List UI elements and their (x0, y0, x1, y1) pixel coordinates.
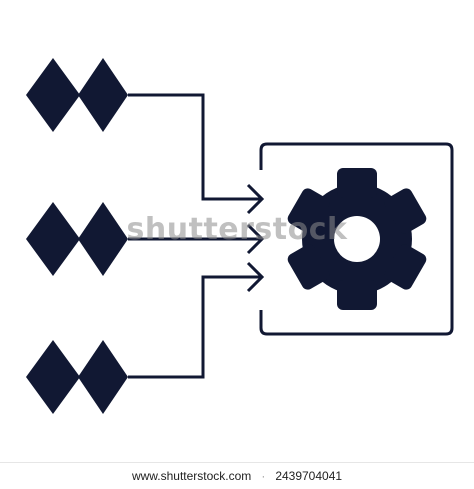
connector-top (128, 93, 262, 201)
diamond-icon-right-2 (78, 202, 128, 276)
arrowhead-middle-icon (246, 223, 265, 255)
arrowhead-bottom-icon (246, 261, 265, 293)
arrowhead-top-icon (246, 183, 265, 215)
connector-bottom (128, 275, 262, 379)
bracket-frame (259, 142, 454, 336)
gear-icon (287, 168, 427, 310)
bracket-frame-top (259, 142, 454, 336)
diamond-icon-left-2 (26, 202, 80, 276)
footer-image-id: 2439704041 (275, 469, 343, 483)
diamond-icon-left-1 (26, 58, 80, 132)
diamond-icon-left-3 (26, 340, 80, 414)
input-group-1 (26, 58, 128, 132)
footer-separator: · (261, 469, 266, 483)
input-group-2 (26, 202, 128, 276)
footer-bar: www.shutterstock.com · 2439704041 (0, 462, 474, 489)
connectors (128, 93, 265, 379)
diamond-icon-right-3 (78, 340, 128, 414)
process-diagram (26, 58, 454, 414)
input-group-3 (26, 340, 128, 414)
footer-site: www.shutterstock.com (131, 469, 252, 483)
diamond-icon-right-1 (78, 58, 128, 132)
